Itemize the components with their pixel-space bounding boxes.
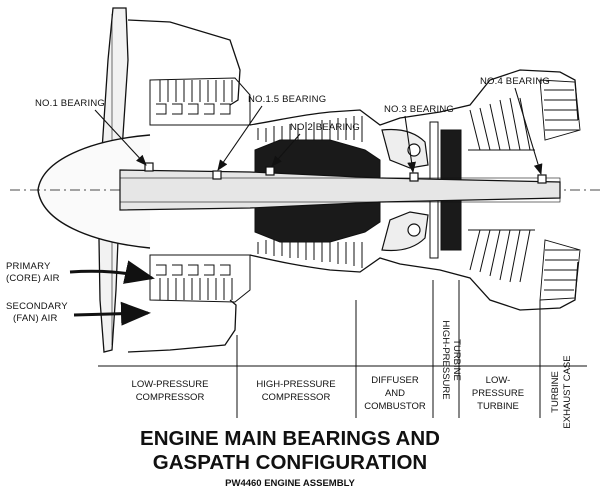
lpc-label-line2: COMPRESSOR bbox=[136, 392, 205, 403]
primary-air-label-line1: PRIMARY bbox=[6, 261, 51, 272]
lpt-label-line2: PRESSURE bbox=[472, 388, 524, 399]
lpt-label-line1: LOW- bbox=[486, 375, 511, 386]
diagram-subtitle: PW4460 ENGINE ASSEMBLY bbox=[225, 478, 355, 489]
exhaust-case bbox=[539, 79, 581, 301]
no1-bearing-label: NO.1 BEARING bbox=[35, 98, 105, 109]
no1-5-bearing-label: NO.1.5 BEARING bbox=[248, 94, 326, 105]
hpc-label-line2: COMPRESSOR bbox=[262, 392, 331, 403]
diagram-title-line2: GASPATH CONFIGURATION bbox=[153, 451, 427, 474]
secondary-air-arrow bbox=[73, 301, 151, 326]
hpt-label-line2: TURBINE bbox=[451, 339, 462, 381]
no4-bearing-label: NO.4 BEARING bbox=[480, 76, 550, 87]
diffuser-label-line3: COMBUSTOR bbox=[364, 401, 426, 412]
section-dividers bbox=[98, 280, 587, 418]
primary-air-label-line2: (CORE) AIR bbox=[6, 273, 60, 284]
lpc-lower-stages bbox=[149, 254, 251, 303]
no2-bearing-label: NO.2 BEARING bbox=[290, 122, 360, 133]
lpc-upper-stages bbox=[149, 77, 251, 126]
main-shaft bbox=[119, 169, 561, 211]
exhaust-label-line1: TURBINE bbox=[550, 371, 561, 413]
no3-bearing-label: NO.3 BEARING bbox=[384, 104, 454, 115]
lpc-label-line1: LOW-PRESSURE bbox=[132, 379, 209, 390]
exhaust-label-line2: EXHAUST CASE bbox=[562, 355, 573, 428]
hpt-label-line1: HIGH-PRESSURE bbox=[440, 320, 451, 399]
diffuser-label-line1: DIFFUSER bbox=[371, 375, 419, 386]
secondary-air-label-line2: (FAN) AIR bbox=[13, 313, 58, 324]
secondary-air-label-line1: SECONDARY bbox=[6, 301, 68, 312]
lpt-label-line3: TURBINE bbox=[477, 401, 519, 412]
primary-air-arrow bbox=[69, 260, 155, 284]
diffuser-label-line2: AND bbox=[385, 388, 405, 399]
diagram-title-line1: ENGINE MAIN BEARINGS AND bbox=[140, 427, 440, 450]
lpt-stages bbox=[468, 97, 535, 283]
combustor bbox=[381, 128, 429, 252]
hpc-label-line1: HIGH-PRESSURE bbox=[256, 379, 335, 390]
